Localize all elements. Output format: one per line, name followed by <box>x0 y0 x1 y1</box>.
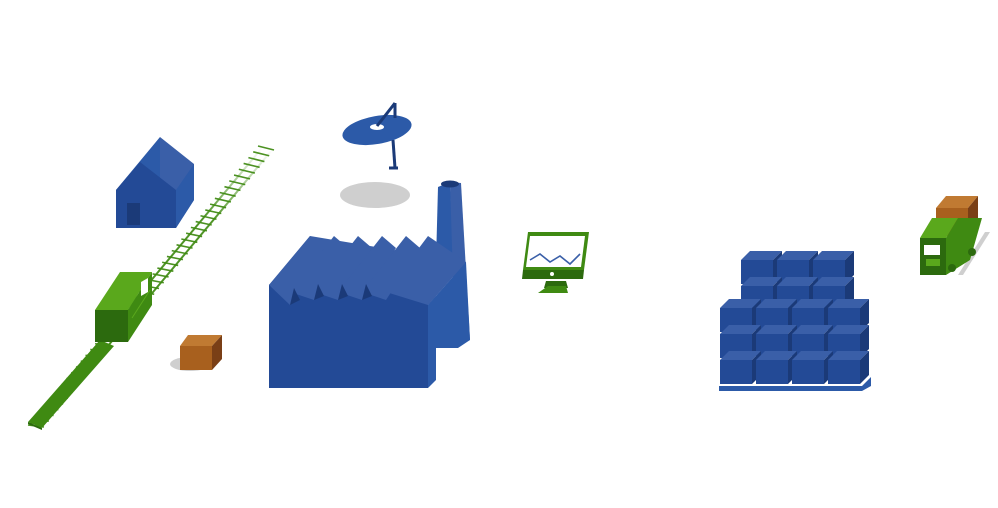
railway-tie <box>200 214 217 221</box>
house-icon <box>116 137 194 228</box>
railway-tie <box>238 168 256 174</box>
railway-tie <box>229 180 246 186</box>
railway-tie <box>248 156 265 163</box>
railway-tie <box>205 209 222 215</box>
parcel-box-icon <box>170 335 222 371</box>
railway-tie <box>176 244 193 249</box>
satellite-dish-icon <box>340 102 412 208</box>
railway-tie <box>190 226 208 232</box>
railway-tie <box>219 191 236 197</box>
railway-tie <box>257 145 275 151</box>
railway-tie <box>243 162 260 169</box>
railway-tie <box>233 174 251 180</box>
railway-tie <box>224 185 241 192</box>
railway-tie <box>195 220 212 226</box>
pallet-box <box>720 351 761 384</box>
train-icon <box>28 272 152 430</box>
railway-tie <box>185 232 203 238</box>
railway-tie <box>152 273 169 278</box>
railway-tie <box>181 238 198 244</box>
pallet-box <box>756 351 797 384</box>
factory-icon <box>269 180 470 388</box>
railway-tie <box>253 151 270 157</box>
railway-tie <box>166 255 184 261</box>
monitor-chart-icon <box>522 232 589 293</box>
pallet-box <box>792 351 833 384</box>
railway-tie <box>214 197 232 203</box>
railway-tie <box>171 249 188 255</box>
railway-tie <box>209 203 227 209</box>
railway-tie <box>157 267 174 272</box>
pallet-box <box>828 351 869 384</box>
delivery-truck-icon <box>920 196 990 275</box>
pallet-boxes-icon <box>719 251 871 391</box>
railway-tie <box>162 261 179 267</box>
